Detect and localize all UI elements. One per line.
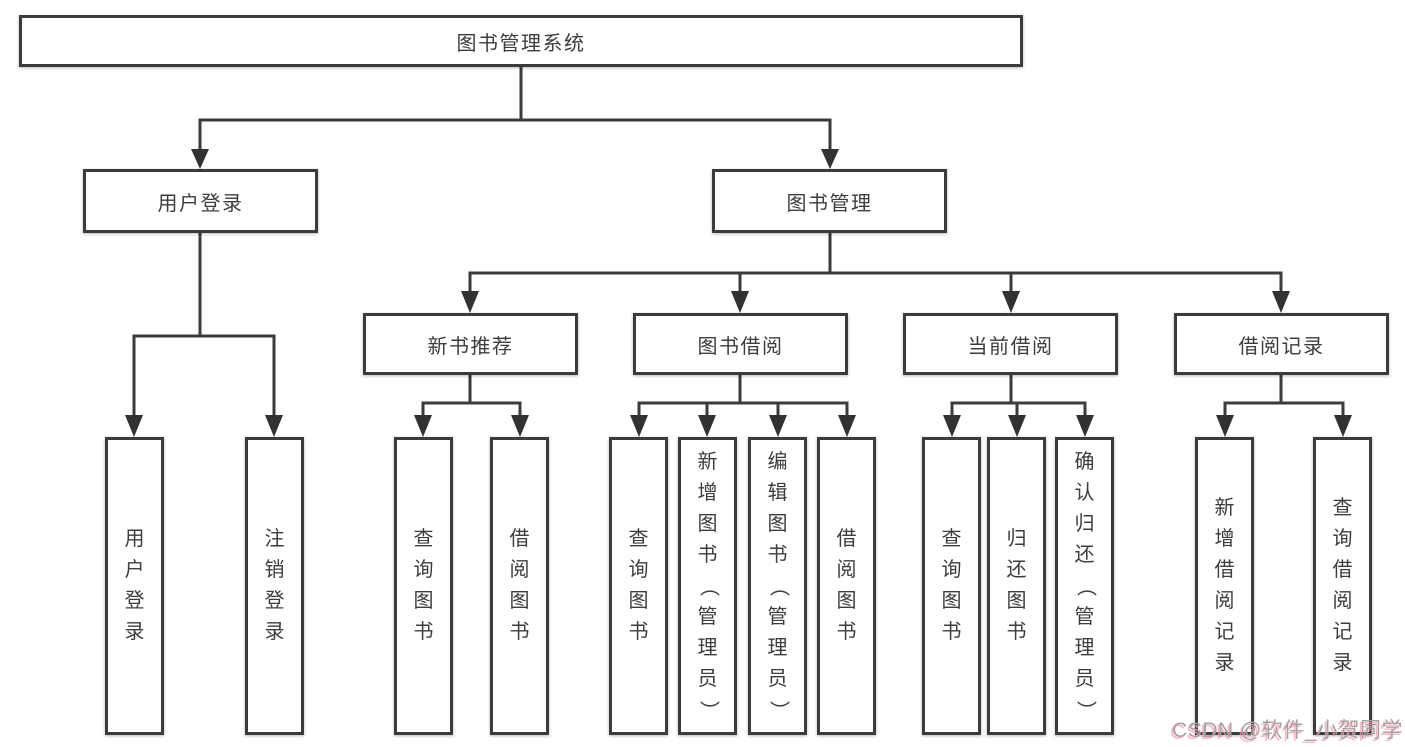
node-root-system: 图书管理系统 <box>19 15 1023 67</box>
leaf-newrec-borrow-books-label: 借阅图书 <box>509 528 530 643</box>
leaf-records-add-record-label: 新增借阅记录 <box>1214 497 1235 674</box>
node-borrow-records-label: 借阅记录 <box>1238 335 1325 358</box>
leaf-borrow-query-books: 查询图书 <box>609 437 668 735</box>
leaf-current-query-books-label: 查询图书 <box>941 528 962 643</box>
leaf-newrec-borrow-books: 借阅图书 <box>490 437 549 735</box>
node-book-borrow: 图书借阅 <box>633 313 848 375</box>
leaf-user-login-label: 用户登录 <box>124 528 145 643</box>
node-borrow-records: 借阅记录 <box>1174 313 1389 375</box>
leaf-current-confirm-return-admin-label: 确认归还（管理员） <box>1074 450 1096 721</box>
leaf-borrow-borrow-books: 借阅图书 <box>817 437 876 735</box>
leaf-newrec-query-books-label: 查询图书 <box>413 528 434 643</box>
node-root-system-label: 图书管理系统 <box>456 32 586 55</box>
leaf-borrow-borrow-books-label: 借阅图书 <box>836 528 857 643</box>
leaf-current-query-books: 查询图书 <box>922 437 981 735</box>
leaf-records-query-record: 查询借阅记录 <box>1313 437 1372 735</box>
csdn-watermark: CSDN @软件_小贺同学 <box>1172 719 1403 742</box>
leaf-newrec-query-books: 查询图书 <box>394 437 453 735</box>
leaf-records-query-record-label: 查询借阅记录 <box>1332 497 1353 674</box>
node-book-management-label: 图书管理 <box>786 192 873 215</box>
leaf-borrow-add-books-admin: 新增图书（管理员） <box>678 437 737 735</box>
arrowheads <box>125 149 1352 437</box>
node-new-book-recommend-label: 新书推荐 <box>427 335 514 358</box>
leaf-records-add-record: 新增借阅记录 <box>1195 437 1254 735</box>
leaf-logout: 注销登录 <box>245 437 304 735</box>
leaf-logout-label: 注销登录 <box>264 528 285 643</box>
node-book-management: 图书管理 <box>712 169 947 233</box>
leaf-current-return-books-label: 归还图书 <box>1006 528 1027 643</box>
node-current-borrow: 当前借阅 <box>903 313 1118 375</box>
leaf-borrow-query-books-label: 查询图书 <box>628 528 649 643</box>
leaf-current-return-books: 归还图书 <box>987 437 1046 735</box>
leaf-borrow-add-books-admin-label: 新增图书（管理员） <box>697 450 719 721</box>
node-user-login: 用户登录 <box>83 169 318 233</box>
node-new-book-recommend: 新书推荐 <box>363 313 578 375</box>
leaf-borrow-edit-books-admin: 编辑图书（管理员） <box>748 437 807 735</box>
node-book-borrow-label: 图书借阅 <box>697 335 784 358</box>
leaf-borrow-edit-books-admin-label: 编辑图书（管理员） <box>767 450 789 721</box>
leaf-current-confirm-return-admin: 确认归还（管理员） <box>1055 437 1114 735</box>
node-current-borrow-label: 当前借阅 <box>967 335 1054 358</box>
leaf-user-login: 用户登录 <box>105 437 164 735</box>
node-user-login-label: 用户登录 <box>157 192 244 215</box>
